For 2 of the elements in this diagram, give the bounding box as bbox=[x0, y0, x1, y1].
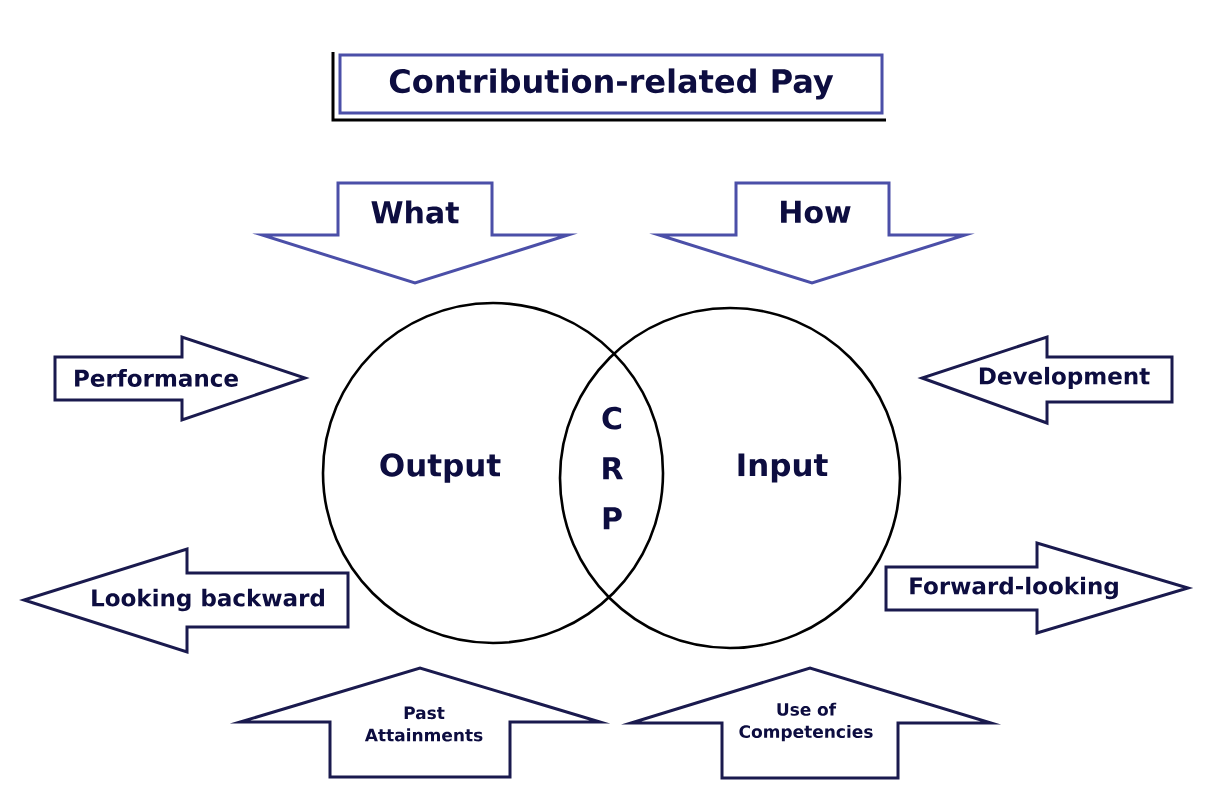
overlap-label: C R P bbox=[602, 406, 623, 530]
title-box: Contribution-related Pay bbox=[331, 52, 886, 122]
